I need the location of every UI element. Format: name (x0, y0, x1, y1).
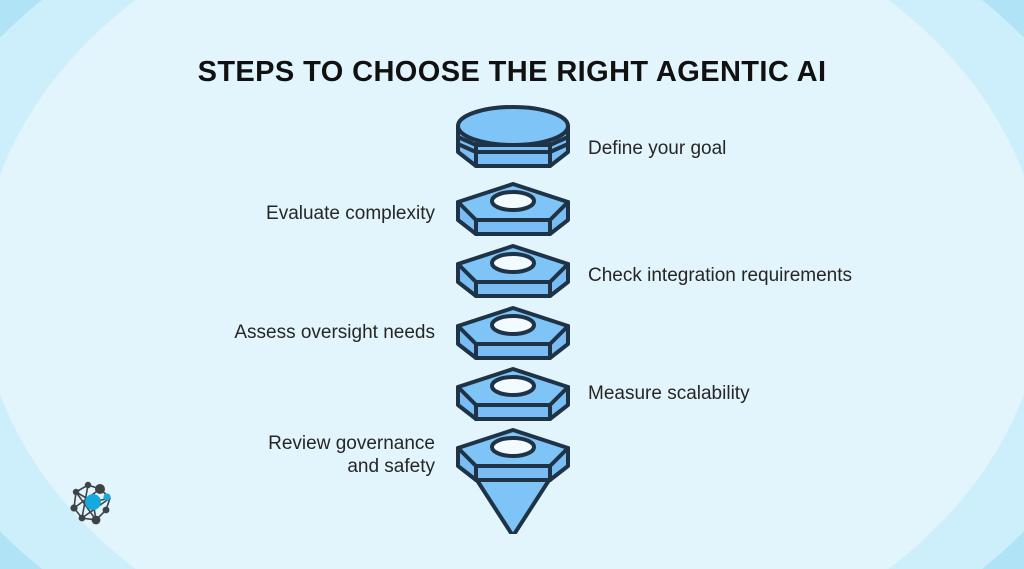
network-nodes-logo (66, 476, 120, 530)
step-label-measure-scalability: Measure scalability (588, 383, 750, 404)
funnel-cone-icon (471, 472, 555, 534)
page-title: STEPS TO CHOOSE THE RIGHT AGENTIC AI (197, 56, 827, 88)
funnel-segment-3 (456, 244, 570, 298)
funnel-diagram (443, 104, 583, 534)
funnel-segment-6 (456, 428, 570, 482)
funnel-segment-4 (456, 306, 570, 360)
funnel-segment-5 (456, 367, 570, 421)
step-label-define-your-goal: Define your goal (588, 138, 727, 159)
funnel-segment-2 (456, 182, 570, 236)
step-label-check-integration-requirements: Check integration requirements (588, 265, 853, 286)
step-label-evaluate-complexity: Evaluate complexity (266, 203, 435, 224)
step-label-assess-oversight-needs: Assess oversight needs (234, 322, 435, 343)
funnel-segment-1 (456, 105, 570, 168)
step-label-review-governance-and-safety: Review governance and safety (268, 433, 435, 478)
